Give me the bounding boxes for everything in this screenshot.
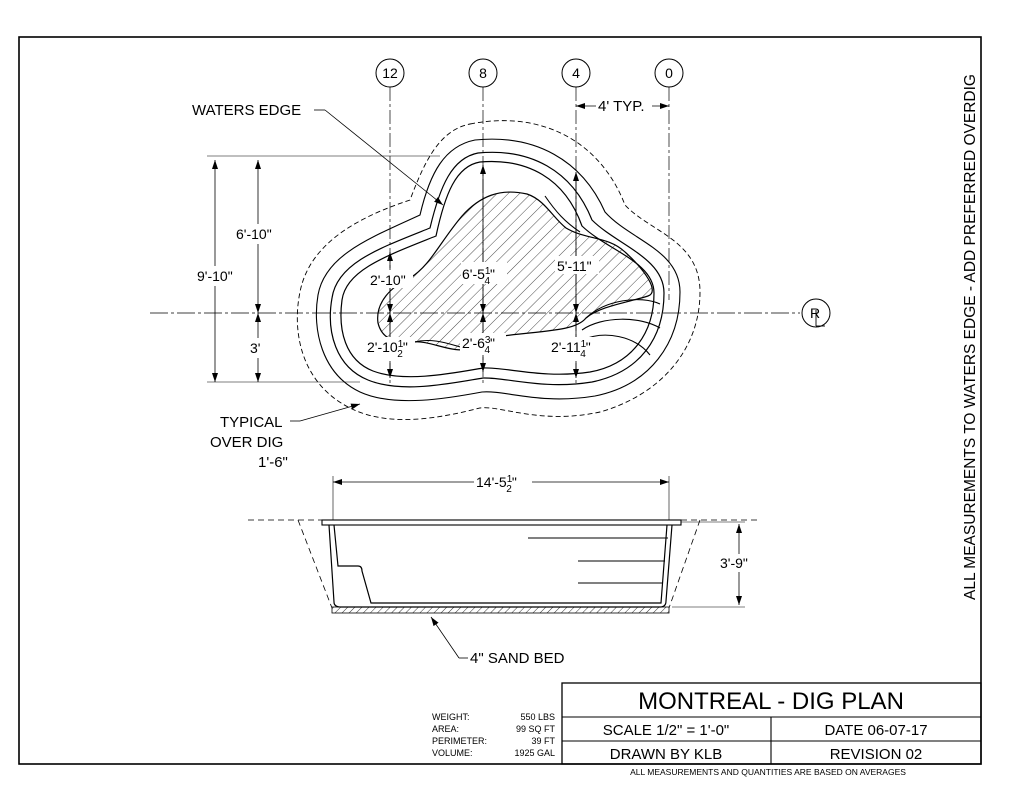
dim-w1: 2'-10" <box>370 272 406 288</box>
spec-volume-label: VOLUME: <box>432 748 473 758</box>
pond-shell-inner <box>333 524 668 604</box>
footnote: ALL MEASUREMENTS AND QUANTITIES ARE BASE… <box>630 767 906 777</box>
plan-vertical-dimensions: 9'-10" 6'-10" 3' <box>195 155 440 383</box>
grid-label-0: 0 <box>665 65 673 81</box>
overdig-outline <box>296 120 701 420</box>
depth-dim: 3'-9" <box>720 555 748 571</box>
waters-edge-callout: WATERS EDGE <box>192 102 444 206</box>
title-block-scale: SCALE 1/2" = 1'-0" <box>603 722 730 739</box>
title-block: MONTREAL - DIG PLAN SCALE 1/2" = 1'-0" D… <box>561 682 982 765</box>
spec-perimeter-label: PERIMETER: <box>432 736 487 746</box>
vertical-note: ALL MEASUREMENTS TO WATERS EDGE - ADD PR… <box>962 74 979 600</box>
pond-plan-view <box>296 120 701 420</box>
spec-area-label: AREA: <box>432 724 459 734</box>
typ-spacing-dimension: 4' TYP. <box>576 98 669 115</box>
overdig-label: OVER DIG <box>210 434 283 451</box>
title-block-revision: REVISION 02 <box>830 746 923 763</box>
overdig-callout: TYPICAL OVER DIG 1'-6" <box>210 403 361 471</box>
title-block-drawn-by: DRAWN BY KLB <box>610 746 723 763</box>
waters-edge-outline <box>329 151 665 388</box>
pond-specs: WEIGHT: 550 LBS AREA: 99 SQ FT PERIMETER… <box>432 712 555 758</box>
upper-height-dim: 6'-10" <box>236 226 272 242</box>
spec-weight-label: WEIGHT: <box>432 712 470 722</box>
entry-step-1 <box>585 299 661 319</box>
overall-width-dim: 9'-10" <box>197 268 233 284</box>
entry-step-2 <box>581 318 661 331</box>
spec-perimeter-value: 39 FT <box>531 736 555 746</box>
sheet-border <box>18 36 982 765</box>
sand-bed <box>331 606 670 614</box>
sand-bed-label: 4" SAND BED <box>470 650 565 667</box>
title-block-date: DATE 06-07-17 <box>824 722 927 739</box>
waters-edge-label: WATERS EDGE <box>192 102 301 119</box>
grid-label-12: 12 <box>382 65 398 81</box>
spec-volume-value: 1925 GAL <box>514 748 555 758</box>
spec-area-value: 99 SQ FT <box>516 724 556 734</box>
grid-label-8: 8 <box>479 65 487 81</box>
spec-weight-value: 550 LBS <box>520 712 555 722</box>
pond-outer-flange <box>315 138 681 402</box>
title-block-title: MONTREAL - DIG PLAN <box>638 688 904 715</box>
dim-w3: 5'-11" <box>557 258 592 274</box>
lower-height-dim: 3' <box>250 340 260 356</box>
centerline-symbol: R <box>810 305 820 321</box>
typ-spacing-label: 4' TYP. <box>598 98 645 115</box>
typical-label: TYPICAL <box>220 414 283 431</box>
overdig-value: 1'-6" <box>258 454 288 471</box>
grid-label-4: 4 <box>572 65 580 81</box>
pond-shell-section <box>328 524 673 608</box>
pond-rim <box>321 519 682 526</box>
